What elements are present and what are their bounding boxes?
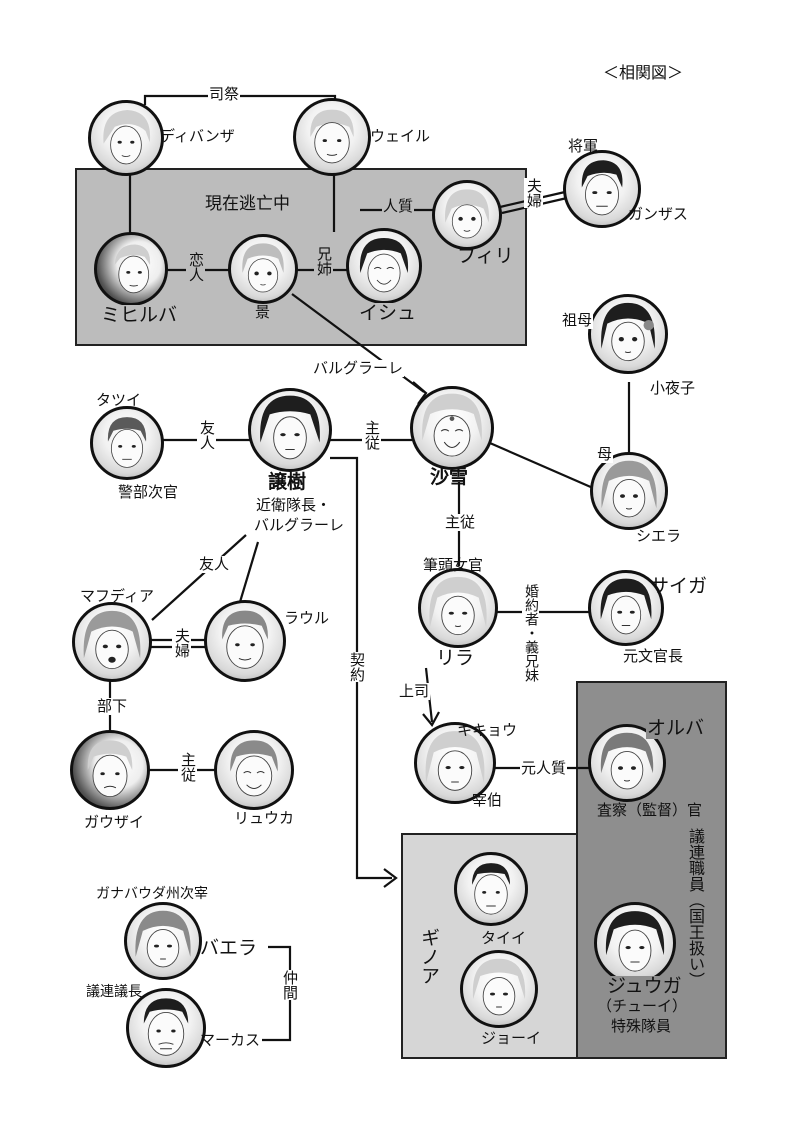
portrait-jouei	[460, 950, 538, 1028]
name-baera-role: ガナバウダ州次宰	[96, 886, 208, 902]
arrow-keiyaku	[383, 868, 398, 888]
name-juuga: ジュウガ	[606, 975, 683, 997]
portrait-rauru	[204, 600, 286, 682]
rel-buka: 部下	[96, 697, 129, 715]
name-shogun-title: 将軍	[568, 137, 599, 155]
group-kenren-label: 議連職員（国王扱い）	[686, 828, 705, 988]
rel-moto-hitojichi: 元人質	[520, 759, 568, 777]
portrait-shiera	[590, 452, 668, 530]
rel-shisai: 司祭	[208, 85, 241, 103]
rel-konyakusha: 婚約者・義兄妹	[522, 584, 539, 682]
rel-joushi: 上司	[398, 682, 431, 700]
rel-fuufu2: 夫婦	[172, 628, 191, 658]
line-jouju-rauru	[238, 541, 260, 603]
portrait-mafudia	[72, 602, 152, 682]
name-hitto-role: 筆頭女官	[423, 556, 484, 574]
name-ishu: イシュ	[358, 302, 418, 324]
line-jouju-mafudia	[151, 534, 247, 621]
rel-yuujin2: 友人	[198, 555, 231, 573]
name-kikyou: キキョウ	[457, 721, 518, 739]
portrait-tatsui	[90, 406, 164, 480]
portrait-ganzasu	[563, 150, 641, 228]
rel-kyoudai: 兄姉	[314, 246, 333, 276]
name-taii: タイイ	[480, 929, 528, 947]
portrait-oruba	[588, 724, 666, 802]
name-juuga-role: 特殊隊員	[610, 1017, 673, 1035]
portrait-ryuuka	[214, 730, 294, 810]
name-firi: フィリ	[457, 245, 514, 267]
name-jouju-role2: バルグラーレ	[254, 516, 345, 534]
arrow-joushi	[422, 711, 440, 727]
portrait-weil	[293, 98, 371, 176]
name-ganzasu: ガンザス	[628, 205, 688, 223]
portrait-sayoko	[588, 294, 668, 374]
rel-yuujin1: 友人	[197, 420, 216, 450]
portrait-sayuki	[410, 386, 494, 470]
rel-keiyaku: 契約	[347, 652, 366, 682]
line-sayuki-shiera	[482, 438, 594, 490]
portrait-rira	[418, 568, 498, 648]
rel-haha: 母	[596, 445, 614, 463]
portrait-jouju	[248, 388, 332, 472]
portrait-kikyou	[414, 722, 496, 804]
name-shiera: シエラ	[636, 527, 682, 545]
name-jouei: ジョーイ	[480, 1029, 543, 1047]
group-ginoa-label: ギノア	[418, 928, 440, 985]
rel-sobo: 祖母	[561, 311, 594, 329]
rel-fuufu1: 夫婦	[524, 178, 543, 208]
name-kei: 景	[254, 303, 272, 321]
rel-shuju1: 主従	[362, 420, 381, 450]
rel-nakama: 仲間	[280, 970, 299, 1000]
name-baera: バエラ	[200, 937, 258, 959]
name-kikyou-role: 宰伯	[472, 791, 503, 809]
name-marcus: マーカス	[200, 1031, 261, 1049]
portrait-juuga	[594, 902, 676, 984]
name-marcus-role: 議連議長	[86, 984, 142, 1000]
portrait-taii	[454, 852, 528, 926]
name-mafudia: マフディア	[80, 587, 154, 605]
rel-shuju3: 主従	[178, 752, 197, 782]
name-oruba: オルバ	[646, 717, 706, 739]
page-title: ＜相関図＞	[603, 63, 684, 82]
portrait-mihiruba	[94, 232, 168, 306]
name-sayoko: 小夜子	[650, 379, 696, 397]
name-juuga-alias: （チューイ）	[596, 997, 689, 1015]
name-saiga-role: 元文官長	[623, 647, 684, 665]
portrait-ishu	[346, 228, 422, 304]
name-sayuki: 沙雪	[430, 466, 469, 488]
name-tatsui-role: 警部次官	[118, 483, 179, 501]
name-mihiruba: ミヒルバ	[100, 304, 179, 326]
name-weil: ウェイル	[370, 127, 431, 145]
portrait-saiga	[588, 570, 664, 646]
group-fugitives-label: 現在逃亡中	[204, 194, 291, 215]
portrait-gauzai	[70, 730, 150, 810]
rel-hitojichi: 人質	[382, 197, 415, 215]
portrait-baera	[124, 902, 202, 980]
name-gauzai: ガウザイ	[84, 813, 145, 831]
name-oruba-role: 査察（監督）官	[596, 801, 704, 819]
rel-barugura-edge: バルグラーレ	[312, 359, 405, 377]
portrait-marcus	[126, 988, 206, 1068]
portrait-firi	[432, 180, 502, 250]
name-tatsui: タツイ	[96, 391, 142, 409]
name-rauru: ラウル	[284, 609, 330, 627]
name-jouju-role1: 近衛隊長・	[256, 496, 332, 514]
name-rira: リラ	[436, 647, 475, 669]
name-ryuuka: リュウカ	[234, 809, 295, 827]
rel-shuju2: 主従	[444, 513, 477, 531]
name-divanza: ディバンザ	[160, 127, 235, 145]
rel-koibito: 恋人	[186, 252, 205, 282]
portrait-kei	[228, 234, 298, 304]
name-jouju: 譲樹	[268, 471, 307, 493]
name-saiga: サイガ	[650, 575, 708, 597]
portrait-divanza	[88, 100, 164, 176]
